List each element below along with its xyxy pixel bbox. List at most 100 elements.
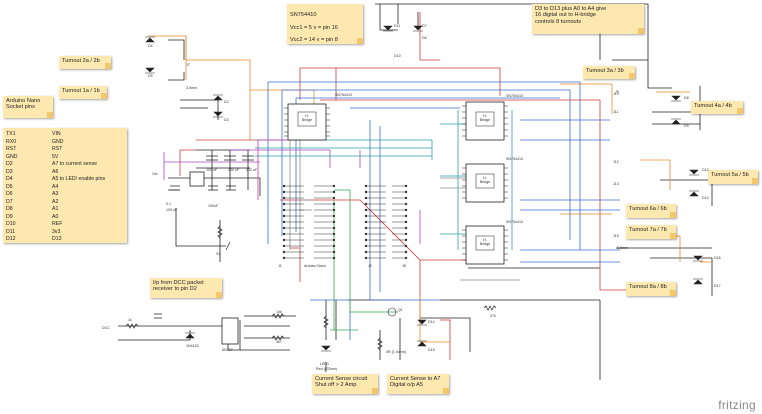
label-d5: D5 <box>148 74 153 78</box>
pin-label: D11 <box>6 228 16 235</box>
label-shunt: 0R (1.0ohm) <box>386 350 406 354</box>
diode-d17-symbol <box>693 278 703 285</box>
label-d15: D15 <box>428 348 435 352</box>
label-arduino-nano: Arduino Nano <box>304 264 326 268</box>
label-d9: D9 <box>684 124 689 128</box>
diode-d14-symbol <box>417 319 427 326</box>
fritzing-watermark: fritzing <box>718 398 756 412</box>
pin-label: A7 to current sense <box>52 161 97 167</box>
capacitor-5 <box>208 185 218 191</box>
diode-d2-symbol <box>213 94 223 101</box>
pin-label: GND <box>52 138 64 145</box>
pin-label: RST <box>52 146 63 152</box>
h-bridge-text-1: H- Bridge <box>301 114 313 122</box>
diode-1n4152-symbol <box>185 332 195 339</box>
diode-d4-symbol <box>145 36 155 43</box>
label-s1: S1 <box>216 252 221 256</box>
pin-label: A2 <box>52 198 59 205</box>
resistor-1k <box>125 323 139 329</box>
led-symbol <box>321 345 331 352</box>
label-d17: D17 <box>714 284 721 288</box>
label-1n4152: 1N4152 <box>186 344 199 348</box>
label-j9: J9 <box>615 90 619 94</box>
note-dcc-input: I/p from DCC packet receiver to pin D2 <box>150 278 222 298</box>
arduino-pin-list: TX1 RX0 RST GND D2 D3 D4 D5 D6 D7 D8 D9 … <box>3 128 127 243</box>
label-d6: D6 <box>422 36 427 40</box>
h-bridge-inner-4 <box>475 235 495 251</box>
label-q1: Q1 <box>398 308 403 312</box>
label-d8: D8 <box>684 96 689 100</box>
h-bridge-inner-3 <box>475 173 495 189</box>
label-d3: D3 <box>224 118 229 122</box>
pin-label: D6 <box>6 191 13 197</box>
pin-label: REF <box>52 221 63 227</box>
note-current-shutoff: Current Sense circuit Shut off > 2 Amp <box>312 374 378 394</box>
resistor-reg <box>217 225 223 239</box>
resistor-led <box>323 315 329 329</box>
label-d7: D7 <box>422 24 427 28</box>
capacitor-7 <box>154 313 162 319</box>
label-14v: 14v <box>152 172 158 176</box>
label-j11: J11 <box>613 110 619 114</box>
label-led-red: Red (633nm) <box>316 367 337 371</box>
label-d12: D12 <box>702 168 709 172</box>
diode-d15-symbol <box>417 340 427 347</box>
pin-label: D4 <box>6 176 13 182</box>
note-turnout-1: Turnout 1a / 1b <box>59 86 107 99</box>
label-d14: D14 <box>428 320 435 324</box>
pin-label: A4 <box>52 183 59 190</box>
label-27k: 27k <box>490 314 496 318</box>
note-turnout-5: Turnout 5a / 5b <box>708 170 758 184</box>
pin-label: RST <box>6 146 17 152</box>
diode-d12-symbol <box>689 169 699 176</box>
label-3-5mm-2: 3.5mm <box>617 246 628 250</box>
pin-label: D3 <box>6 168 13 175</box>
label-1k: 1k <box>128 318 132 322</box>
pin-label: D8 <box>6 206 13 212</box>
h-bridge-inner-1 <box>297 111 317 127</box>
pin-label: GND <box>6 153 18 160</box>
pin-list-right: VIN GND RST 5V A7 to current sense A6 A5… <box>52 131 105 244</box>
label-cap-0-1: 0.1 <box>166 202 171 206</box>
green-wires <box>330 189 398 331</box>
diode-d9-symbol <box>671 118 681 125</box>
capacitor-6 <box>226 185 236 191</box>
note-turnout-7: Turnout 7a / 7b <box>626 225 676 239</box>
diode-d8-symbol <box>671 95 681 102</box>
h-bridge-chip-4 <box>465 225 505 265</box>
pin-label: D10 <box>6 221 16 227</box>
pin-label: D2 <box>6 161 13 167</box>
note-sn-vcc1: Vcc1 = 5 v = pin 16 <box>290 24 338 31</box>
switch-s1 <box>225 241 231 251</box>
pin-list-left: TX1 RX0 RST GND D2 D3 D4 D5 D6 D7 D8 D9 … <box>6 131 18 244</box>
capacitor-3 <box>242 155 254 161</box>
teal-wires <box>255 110 513 250</box>
blue-wires <box>267 81 620 340</box>
pin-label: D7 <box>6 198 13 205</box>
pin-label: 3v3 <box>52 228 61 235</box>
label-d10: D10 <box>394 54 401 58</box>
label-led1: LED1 <box>320 362 329 366</box>
h-bridge-chip-2 <box>465 101 505 141</box>
label-d4: D4 <box>148 44 153 48</box>
label-j12: J12 <box>613 160 619 164</box>
red-wires <box>179 12 626 360</box>
note-sn-title: SN754410 <box>290 12 317 19</box>
note-current-a7: Current Sense to A7 Digital o/p A5 <box>387 374 449 394</box>
chip-label-3: SN754410 <box>506 157 523 161</box>
diode-d3-symbol <box>213 111 223 118</box>
pin-label: D13 <box>52 236 62 242</box>
diode-d5-symbol <box>145 67 155 74</box>
pin-label: A5 to LED/ enable pins <box>52 176 106 182</box>
capacitor-1 <box>206 155 218 161</box>
label-j10: J10 <box>613 92 619 96</box>
pin-label: RX0 <box>6 138 17 145</box>
chip-label-1: SN754410 <box>335 93 352 97</box>
h-bridge-text-2: H- Bridge <box>479 114 491 122</box>
chip-label-2: SN754410 <box>506 94 523 98</box>
pin-label: 5V <box>52 153 59 160</box>
note-sn-vcc2: Vcc2 = 14 v = pin 8 <box>290 37 338 44</box>
diode-d16-symbol <box>693 255 703 262</box>
note-turnout-4: Turnout 4a / 4b <box>691 101 743 114</box>
